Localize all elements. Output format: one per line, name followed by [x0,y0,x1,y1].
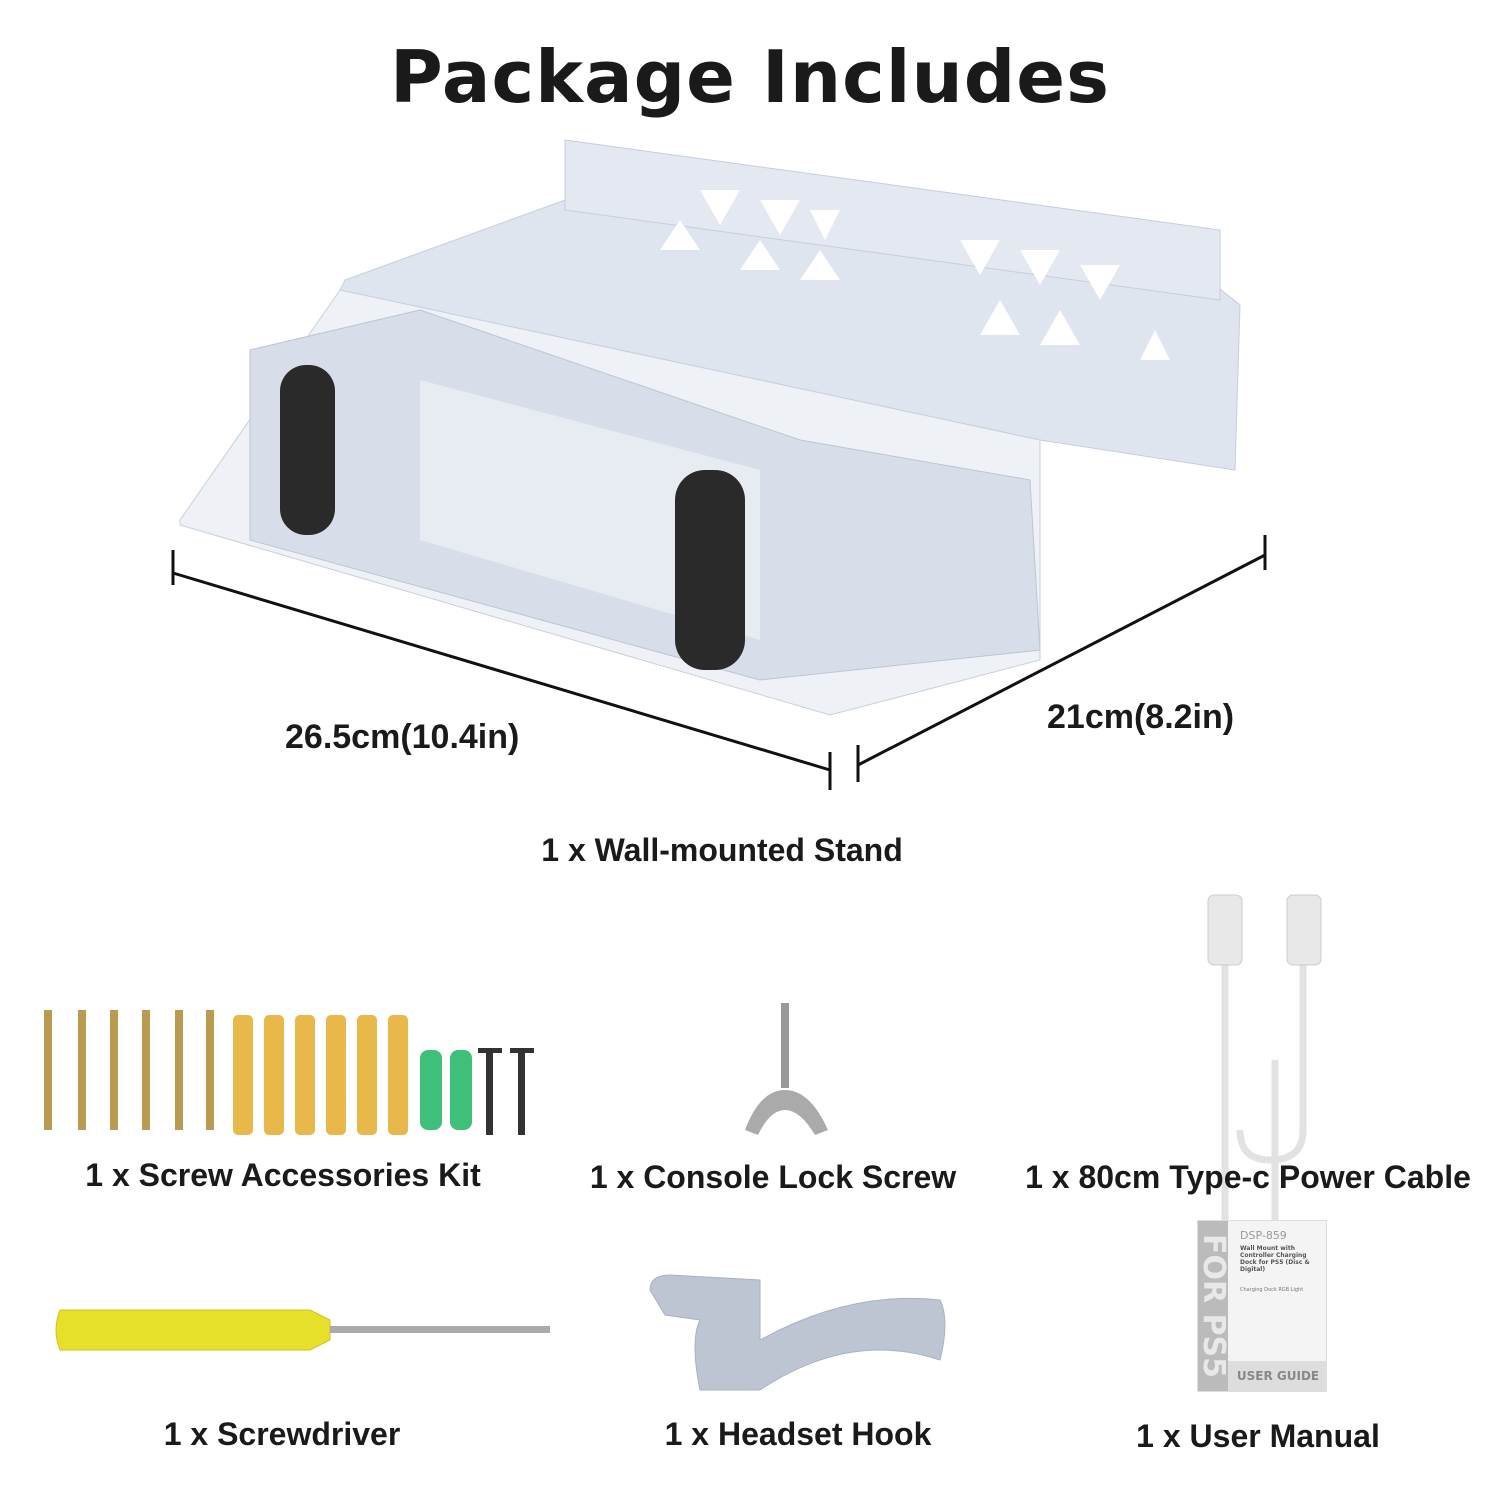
width-dimension: 26.5cm(10.4in) [285,718,520,756]
depth-dimension: 21cm(8.2in) [1047,698,1235,736]
manual-side-text: FOR PS5 [1198,1221,1231,1391]
console-lock-screw-image [745,1003,828,1135]
right-charging-pad [675,470,745,670]
screwdriver-image [55,1309,550,1351]
item-label: 1 x Screwdriver [163,1416,401,1452]
item-label: 1 x 80cm Type-c Power Cable [1025,1159,1471,1195]
user-manual-image: FOR PS5 DSP-859 Wall Mount with Controll… [1197,1220,1327,1392]
stand-label: 1 x Wall-mounted Stand [541,832,903,868]
headset-hook-image [649,1274,946,1391]
screw-kit-image [44,1010,534,1135]
manual-subtitle: Charging Dock RGB Light [1240,1287,1304,1293]
item-label: 1 x Headset Hook [664,1416,932,1452]
page-title: Package Includes [390,35,1110,119]
manual-code: DSP-859 [1240,1229,1287,1242]
item-label: 1 x User Manual [1136,1418,1380,1454]
item-label: 1 x Console Lock Screw [589,1159,957,1195]
manual-title: Wall Mount with Controller Charging Dock… [1240,1245,1310,1273]
left-charging-pad [280,365,335,535]
manual-footer: USER GUIDE [1228,1361,1326,1391]
item-label: 1 x Screw Accessories Kit [85,1157,481,1193]
wall-mounted-stand-image [171,139,1267,790]
